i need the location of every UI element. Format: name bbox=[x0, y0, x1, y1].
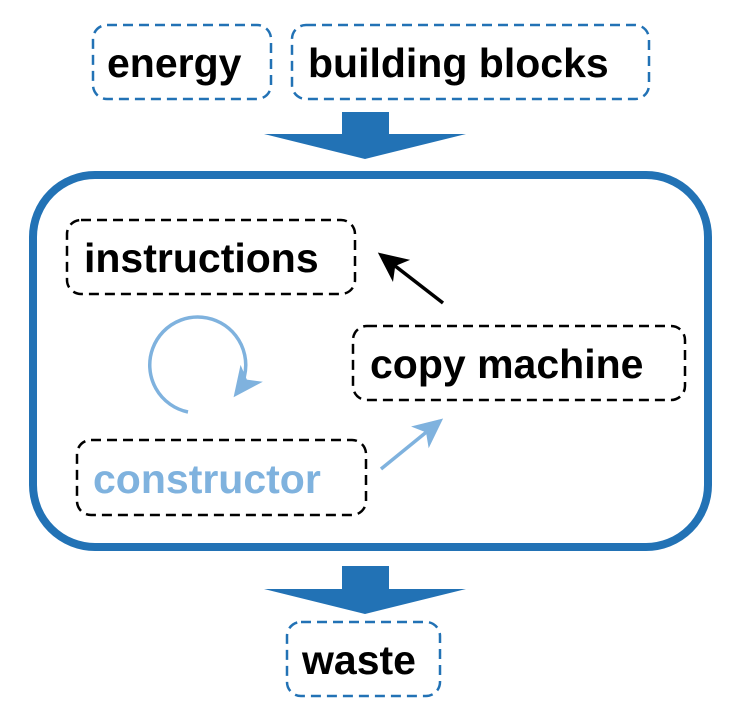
building-blocks-box bbox=[290, 23, 651, 101]
copy-to-instructions-arrow bbox=[377, 252, 445, 305]
instructions-box bbox=[65, 218, 357, 296]
constructor-box bbox=[75, 438, 368, 517]
energy-label: energy bbox=[107, 40, 242, 86]
constructor-to-copy-arrow bbox=[379, 418, 444, 471]
self-loop-arrow bbox=[148, 315, 263, 414]
constructor-label: constructor bbox=[93, 456, 321, 502]
copy-machine-box bbox=[351, 324, 687, 402]
cell-boundary bbox=[29, 171, 712, 551]
energy-box bbox=[91, 23, 273, 101]
waste-box bbox=[285, 620, 442, 698]
waste-label: waste bbox=[302, 637, 416, 683]
copy-machine-label: copy machine bbox=[370, 341, 644, 387]
instructions-label: instructions bbox=[84, 235, 319, 281]
outflow-arrow bbox=[264, 566, 466, 614]
building-blocks-label: building blocks bbox=[308, 40, 609, 86]
inflow-arrow bbox=[264, 112, 466, 159]
